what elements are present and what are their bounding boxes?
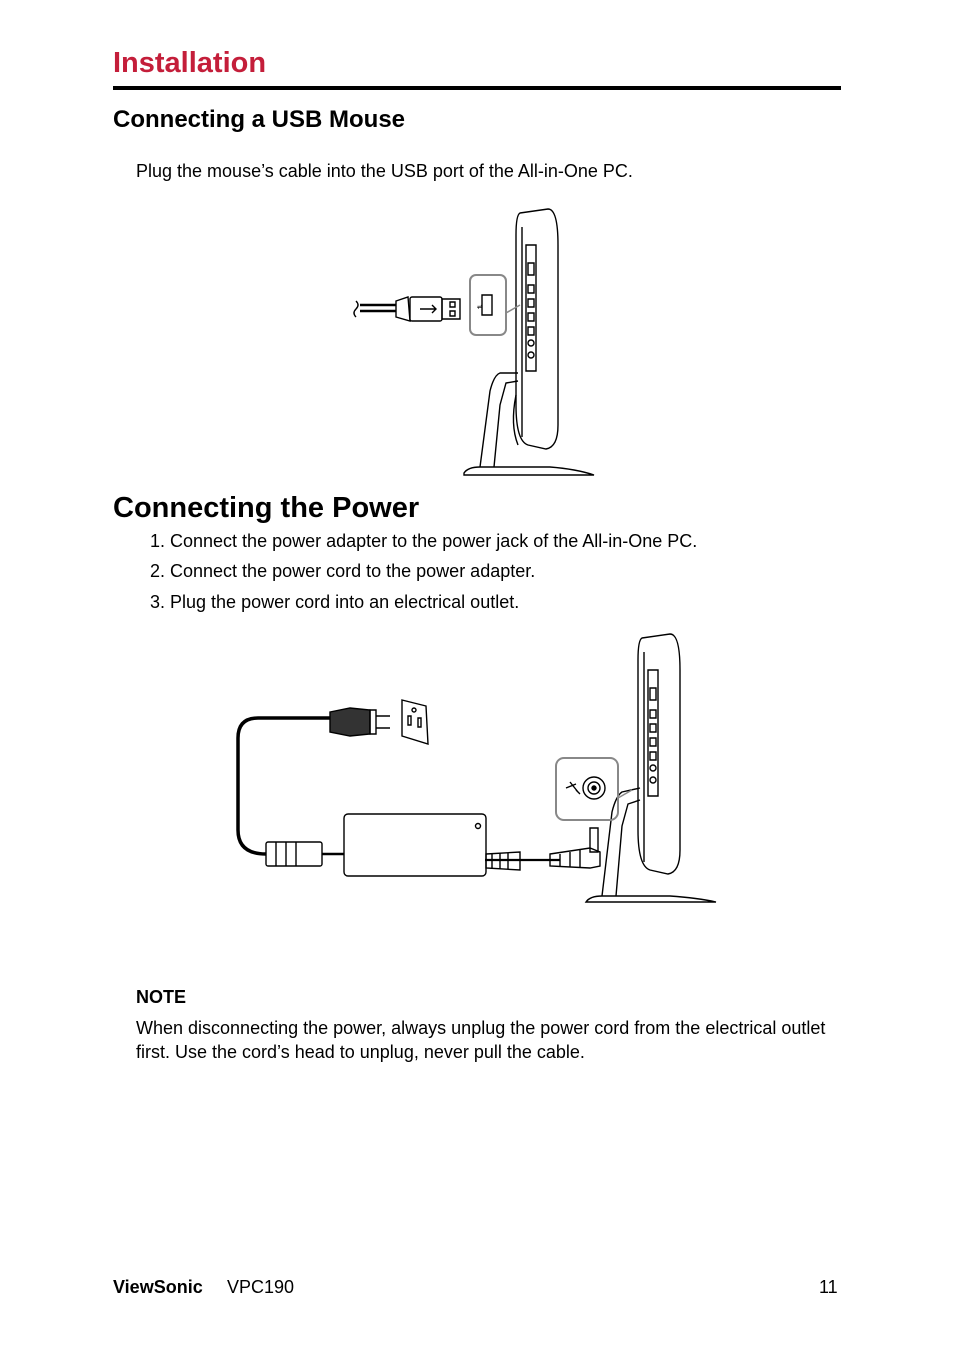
dc-power-icon xyxy=(566,782,580,794)
usb-port-callout: ⇌ xyxy=(470,275,520,335)
power-jack-callout xyxy=(556,758,632,820)
usb-mouse-heading: Connecting a USB Mouse xyxy=(113,106,406,133)
power-step-3: 3. Plug the power cord into an electrica… xyxy=(150,592,520,612)
power-step-2: 2. Connect the power cord to the power a… xyxy=(150,561,536,581)
footer-model: VPC190 xyxy=(227,1277,295,1297)
monitor-side-view xyxy=(586,634,716,902)
usb-plug-icon xyxy=(354,297,460,321)
usb-mouse-instruction: Plug the mouse’s cable into the USB port… xyxy=(136,161,633,181)
note-text: When disconnecting the power, always unp… xyxy=(136,1018,826,1062)
usb-symbol-icon: ⇌ xyxy=(477,303,483,311)
title-divider xyxy=(113,86,841,90)
power-step-1: 1. Connect the power adapter to the powe… xyxy=(150,531,698,551)
power-cord-icon xyxy=(238,708,390,866)
power-connection-illustration xyxy=(230,630,725,910)
usb-connection-illustration: ⇌ xyxy=(350,205,600,480)
footer-brand: ViewSonic xyxy=(113,1277,203,1297)
power-heading: Connecting the Power xyxy=(113,492,420,524)
section-title: Installation xyxy=(113,47,267,79)
wall-outlet-icon xyxy=(402,700,428,744)
monitor-side-view xyxy=(464,209,594,475)
note-label: NOTE xyxy=(136,987,187,1007)
page-number: 11 xyxy=(819,1277,838,1297)
power-adapter-icon xyxy=(344,814,520,876)
dc-plug-icon xyxy=(485,828,600,868)
